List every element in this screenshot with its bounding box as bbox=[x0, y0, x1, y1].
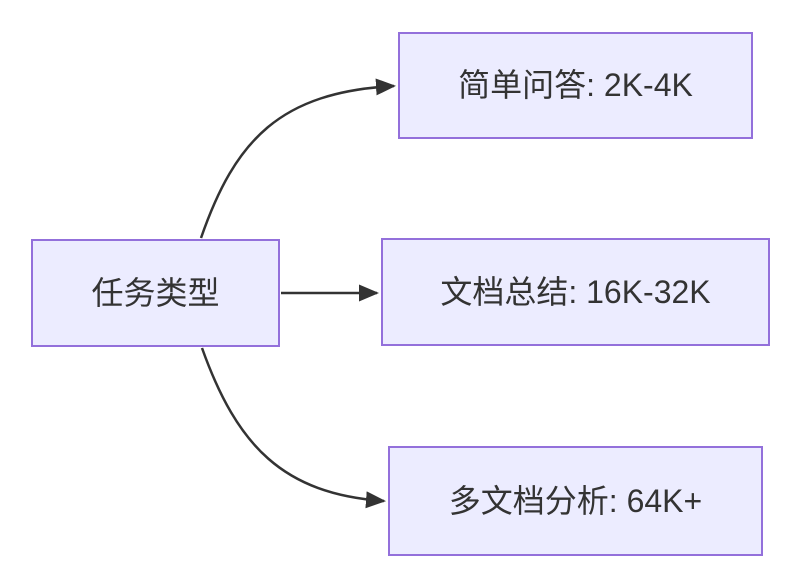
edge-task-type-to-simple-qa bbox=[199, 78, 396, 239]
node-doc-summary: 文档总结: 16K-32K bbox=[381, 238, 770, 346]
edge-task-type-to-multi-doc bbox=[200, 347, 386, 509]
node-task-type: 任务类型 bbox=[31, 239, 280, 347]
node-multi-doc: 多文档分析: 64K+ bbox=[388, 446, 763, 556]
node-simple-qa: 简单问答: 2K-4K bbox=[398, 32, 753, 139]
